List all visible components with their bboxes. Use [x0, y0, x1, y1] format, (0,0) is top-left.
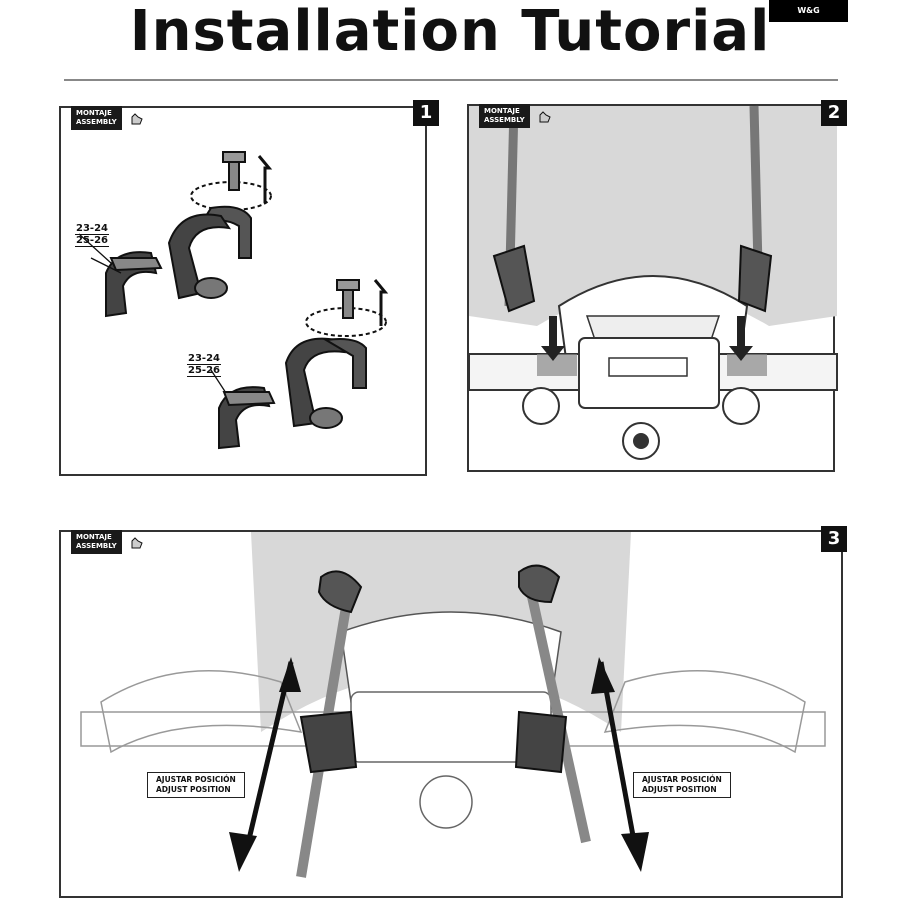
adjust-spanish-label: AJUSTAR POSICIÓN	[156, 775, 236, 784]
lower-riser-clamp	[284, 279, 387, 429]
adjust-spanish-label: AJUSTAR POSICIÓN	[642, 775, 722, 784]
rotate-arrow-icon	[373, 279, 389, 326]
brand-logo: W&G	[769, 0, 848, 22]
tag-spanish-label: MONTAJE	[76, 533, 112, 541]
step-number-badge: 1	[413, 100, 439, 126]
step-3-illustration	[80, 532, 826, 878]
tag-spanish-label: MONTAJE	[76, 109, 112, 117]
tag-english-label: ASSEMBLY	[484, 116, 525, 124]
adjust-position-label-right: AJUSTAR POSICIÓN ADJUST POSITION	[633, 772, 731, 798]
size-label: 23-24	[187, 353, 221, 365]
riser-clamp-left	[299, 710, 358, 774]
step-3-panel: MONTAJE ASSEMBLY 3 AJUSTAR POSICIÓN ADJU…	[59, 526, 847, 898]
hand-pointer-icon	[539, 111, 551, 123]
assembly-tag: MONTAJE ASSEMBLY	[71, 106, 122, 130]
step-1-illustration	[78, 151, 389, 450]
size-label: 25-26	[75, 235, 109, 247]
assembly-tag: MONTAJE ASSEMBLY	[479, 104, 530, 128]
tag-english-label: ASSEMBLY	[76, 542, 117, 550]
upper-rubber-shim	[105, 251, 163, 318]
rotate-arrow-icon	[257, 155, 273, 203]
hand-pointer-icon	[131, 537, 143, 549]
header-divider	[64, 79, 838, 81]
adjust-english-label: ADJUST POSITION	[156, 785, 231, 794]
assembly-tag: MONTAJE ASSEMBLY	[71, 530, 122, 554]
instrument-cluster	[340, 611, 562, 703]
tag-english-label: ASSEMBLY	[76, 118, 117, 126]
adjust-english-label: ADJUST POSITION	[642, 785, 717, 794]
riser-clamp-right	[514, 710, 568, 774]
adjust-position-label-left: AJUSTAR POSICIÓN ADJUST POSITION	[147, 772, 245, 798]
size-label: 25-26	[187, 365, 221, 377]
hand-pointer-icon	[131, 113, 143, 125]
step-2-illustration	[468, 105, 838, 460]
step-2-panel: MONTAJE ASSEMBLY 2	[467, 100, 847, 472]
step-number-badge: 3	[821, 526, 847, 552]
page-title: Installation Tutorial	[129, 0, 771, 64]
tag-spanish-label: MONTAJE	[484, 107, 520, 115]
step-number-badge: 2	[821, 100, 847, 126]
step-1-panel: MONTAJE ASSEMBLY 1 23-24 25-26 23-24 25-…	[59, 100, 439, 476]
size-label: 23-24	[75, 223, 109, 235]
ignition-lock	[419, 775, 473, 829]
lower-rubber-shim	[218, 386, 276, 450]
adjust-arrow-icon	[591, 657, 649, 872]
upper-riser-clamp	[167, 151, 272, 300]
riser-clamp-right	[737, 244, 773, 313]
size-labels-lower: 23-24 25-26	[187, 353, 221, 377]
size-labels-upper: 23-24 25-26	[75, 223, 109, 247]
riser-clamp-left	[492, 244, 536, 313]
adjust-arrow-icon	[229, 657, 301, 872]
